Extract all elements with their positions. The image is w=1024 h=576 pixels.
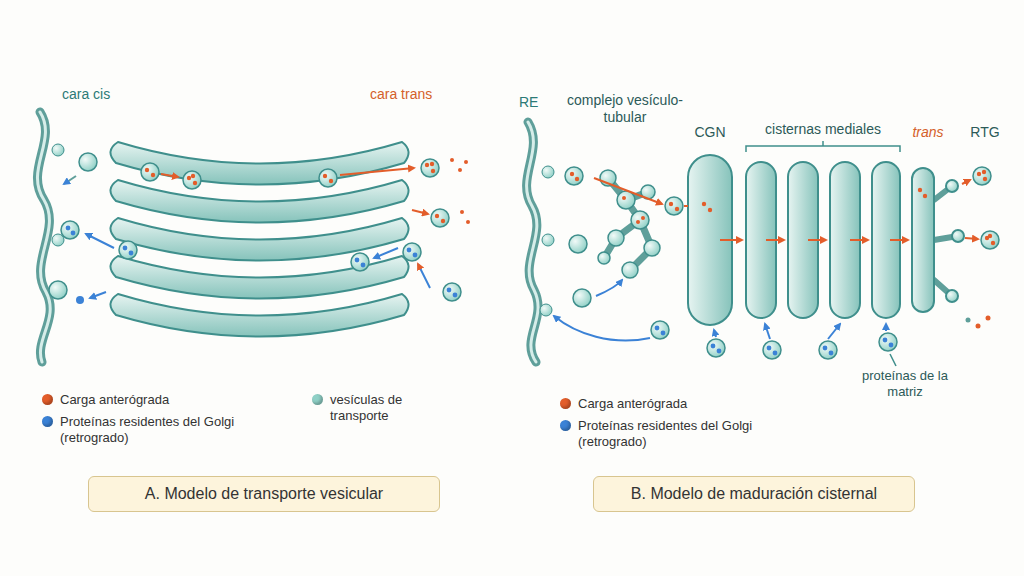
text-label: cisternas mediales [753, 121, 893, 138]
legend-swatch [42, 416, 53, 427]
legend-swatch [42, 394, 53, 405]
text-label: trans [906, 124, 950, 141]
legend-text: vesículas de transporte [330, 392, 440, 425]
legend-entry: Proteínas residentes del Golgi (retrogra… [42, 414, 300, 447]
vesicular-tubular-cluster [565, 167, 683, 307]
text-label: cara trans [370, 86, 470, 103]
legend-swatch [560, 398, 571, 409]
bracket-and-leader [746, 141, 900, 366]
cargo-b [702, 167, 999, 329]
arrows-b [554, 178, 978, 341]
text-label: RTG [963, 124, 1007, 141]
arrows-a [64, 168, 430, 298]
legend-text: Proteínas residentes del Golgi (retrogra… [578, 418, 818, 451]
golgi-stack [110, 142, 408, 337]
er-membrane-b [527, 122, 554, 362]
cisternae [688, 155, 964, 325]
legend-swatch [312, 394, 323, 405]
legend-entry: Carga anterógrada [42, 392, 169, 408]
text-label: RE [519, 94, 559, 111]
text-label: cara cis [62, 86, 152, 103]
caption-box: A. Modelo de transporte vesicular [88, 476, 440, 512]
caption-text: B. Modelo de maduración cisternal [631, 485, 877, 502]
legend-text: Proteínas residentes del Golgi (retrogra… [60, 414, 300, 447]
text-label: proteínas de la matriz [861, 368, 949, 399]
matrix-vesicles [651, 321, 897, 359]
text-label: complejo vesículo-tubular [563, 92, 687, 126]
legend-text: Carga anterógrada [60, 392, 169, 408]
er-membrane-a [37, 112, 64, 362]
vesicles-a [49, 153, 470, 304]
caption-box: B. Modelo de maduración cisternal [593, 476, 915, 512]
caption-text: A. Modelo de transporte vesicular [145, 485, 383, 502]
legend-entry: Proteínas residentes del Golgi (retrogra… [560, 418, 818, 451]
legend-entry: Carga anterógrada [560, 396, 687, 412]
text-label: CGN [685, 124, 735, 141]
legend-text: Carga anterógrada [578, 396, 687, 412]
legend-swatch [560, 420, 571, 431]
legend-entry: vesículas de transporte [312, 392, 440, 425]
